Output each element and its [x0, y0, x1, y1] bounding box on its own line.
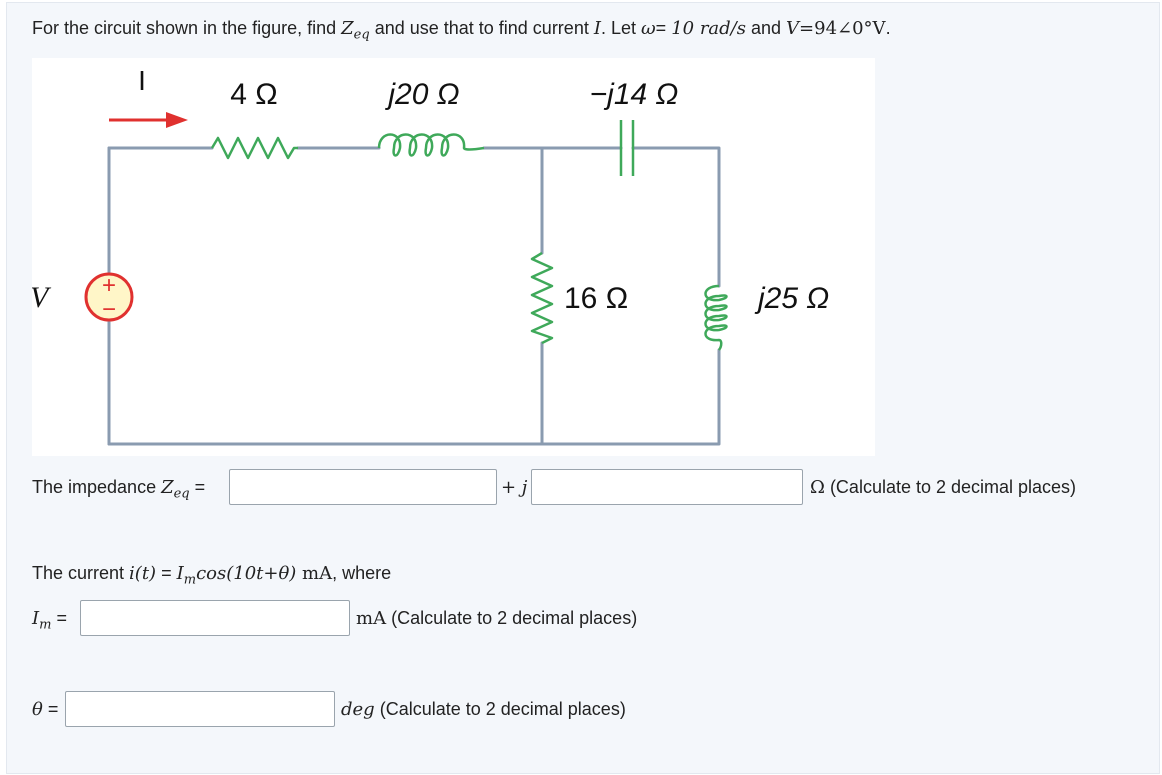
impedance-label: The impedance Zeq =: [32, 477, 205, 502]
current-expr-cos: cos(10t+θ): [196, 563, 297, 584]
r1-label: 4 Ω: [230, 78, 277, 111]
current-eq: =: [156, 563, 177, 583]
imag-part-input[interactable]: [531, 469, 803, 505]
real-part-input[interactable]: [229, 469, 497, 505]
l2-label: j25 Ω: [754, 282, 829, 315]
theta-unit: deg (Calculate to 2 decimal places): [341, 699, 626, 720]
im-sub: m: [39, 617, 52, 633]
ma-unit: mA: [356, 608, 387, 629]
current-arrow: [109, 112, 188, 128]
voltage-value: =94∠0°V: [799, 18, 886, 39]
current-description: The current i(t) = Imcos(10t+θ) mA, wher…: [32, 563, 391, 588]
zeq-sub: eq: [353, 27, 370, 43]
theta-label: θ =: [32, 699, 58, 720]
im-label: Im =: [32, 608, 67, 633]
im-unit: mA (Calculate to 2 decimal places): [356, 608, 637, 629]
omega-value: 10 rad/s: [671, 18, 746, 39]
question-intro: For the circuit shown in the figure, fin…: [32, 18, 342, 38]
theta-symbol: θ: [32, 699, 43, 720]
plus-j-text: + j: [501, 477, 528, 498]
voltage-source: [84, 272, 134, 322]
wire-c1-right: [631, 146, 721, 288]
resistor-4ohm: [210, 136, 298, 160]
question-text: For the circuit shown in the figure, fin…: [32, 18, 891, 43]
inductor-j20: [377, 133, 485, 157]
current-prefix: The current: [32, 563, 130, 583]
c1-label: −j14 Ω: [590, 78, 679, 111]
question-mid: and use that to find current: [369, 18, 594, 38]
im-input[interactable]: [80, 600, 350, 636]
theta-eq: =: [42, 699, 59, 719]
impedance-note: (Calculate to 2 decimal places): [824, 477, 1077, 497]
circuit-diagram: I 4 Ω j20 Ω −j14 Ω V + − 16 Ω j25 Ω: [32, 65, 829, 446]
current-where: , where: [332, 563, 392, 583]
current-expr-sub: m: [183, 572, 197, 588]
question-end: .: [885, 18, 891, 38]
source-label: V: [32, 281, 52, 314]
r2-label: 16 Ω: [564, 282, 628, 315]
current-fn: i(t): [129, 563, 157, 584]
impedance-sub: eq: [173, 486, 190, 502]
resistor-16ohm: [530, 251, 554, 345]
inductor-j25: [704, 284, 728, 351]
voltage-symbol: V: [786, 18, 800, 39]
zeq-symbol: Z: [341, 18, 354, 39]
current-label: I: [138, 65, 146, 96]
current-unit: mA: [296, 563, 333, 584]
im-eq: =: [51, 608, 67, 628]
source-plus: +: [102, 272, 116, 299]
current-expr-i: I: [176, 563, 184, 584]
capacitor-neg-j14: [619, 120, 635, 176]
source-minus: −: [102, 296, 116, 323]
im-symbol: I: [32, 608, 40, 629]
current-symbol: I: [593, 18, 601, 39]
impedance-unit: Ω (Calculate to 2 decimal places): [810, 477, 1076, 498]
theta-input[interactable]: [65, 691, 335, 727]
impedance-prefix: The impedance: [32, 477, 162, 497]
l1-label: j20 Ω: [384, 78, 459, 111]
ohm-symbol: Ω: [810, 477, 825, 498]
impedance-eq: =: [189, 477, 206, 497]
impedance-symbol: Z: [161, 477, 174, 498]
wire-bottom: [107, 348, 721, 446]
plus-j: + j: [501, 477, 527, 498]
deg-unit: deg: [341, 699, 375, 720]
im-note: (Calculate to 2 decimal places): [386, 608, 638, 628]
omega-eq: =: [655, 18, 672, 38]
omega-symbol: ω: [640, 18, 656, 39]
theta-note: (Calculate to 2 decimal places): [374, 699, 626, 719]
question-and: and: [745, 18, 787, 38]
circuit-figure: I 4 Ω j20 Ω −j14 Ω V + − 16 Ω j25 Ω: [32, 58, 875, 456]
question-let: . Let: [600, 18, 641, 38]
